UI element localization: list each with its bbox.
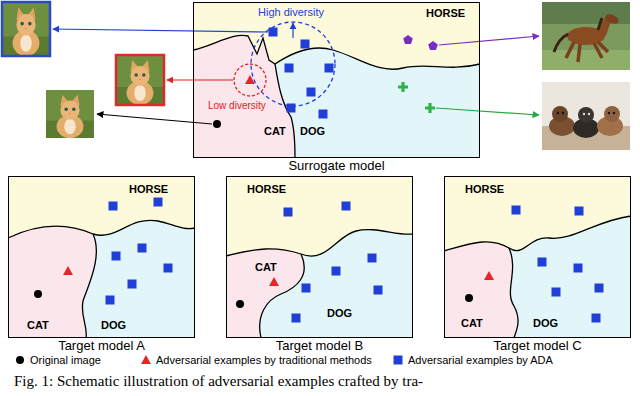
class-label: DOG xyxy=(327,307,352,319)
model-panel: Surrogate modelHigh diversityLow diversi… xyxy=(193,2,480,158)
legend-text: Adversarial examples by traditional meth… xyxy=(156,354,372,366)
dot-symbol xyxy=(14,354,26,366)
class-label: HORSE xyxy=(129,183,168,195)
panel-title: Target model A xyxy=(9,338,194,353)
legend-text: Adversarial examples by ADA xyxy=(408,354,553,366)
legend-text: Original image xyxy=(30,354,101,366)
figure-caption: Fig. 1: Schematic illustration of advers… xyxy=(14,373,423,390)
class-label: HORSE xyxy=(247,183,286,195)
class-label: HORSE xyxy=(426,7,465,19)
diversity-label: Low diversity xyxy=(208,100,266,111)
model-panel: Target model CHORSECATDOG xyxy=(444,176,631,338)
panel-title: Target model B xyxy=(227,338,412,353)
class-label: DOG xyxy=(533,317,558,329)
legend: Original image Adversarial examples by tr… xyxy=(0,354,640,369)
class-label: CAT xyxy=(27,319,49,331)
class-label: HORSE xyxy=(465,183,504,195)
model-panel: Target model AHORSECATDOG xyxy=(8,176,195,338)
class-label: CAT xyxy=(461,317,483,329)
triangle-symbol xyxy=(140,354,152,366)
square-symbol xyxy=(392,354,404,366)
panel-title: Target model C xyxy=(445,338,630,353)
diversity-label: High diversity xyxy=(258,6,324,18)
class-label: CAT xyxy=(255,261,277,273)
legend-item: Original image xyxy=(14,354,101,366)
legend-item: Adversarial examples by traditional meth… xyxy=(140,354,372,366)
class-label: CAT xyxy=(264,125,286,137)
panel-title: Surrogate model xyxy=(194,158,479,173)
model-panel: Target model BHORSECATDOG xyxy=(226,176,413,338)
legend-item: Adversarial examples by ADA xyxy=(392,354,553,366)
class-label: DOG xyxy=(101,319,126,331)
class-label: DOG xyxy=(300,125,325,137)
